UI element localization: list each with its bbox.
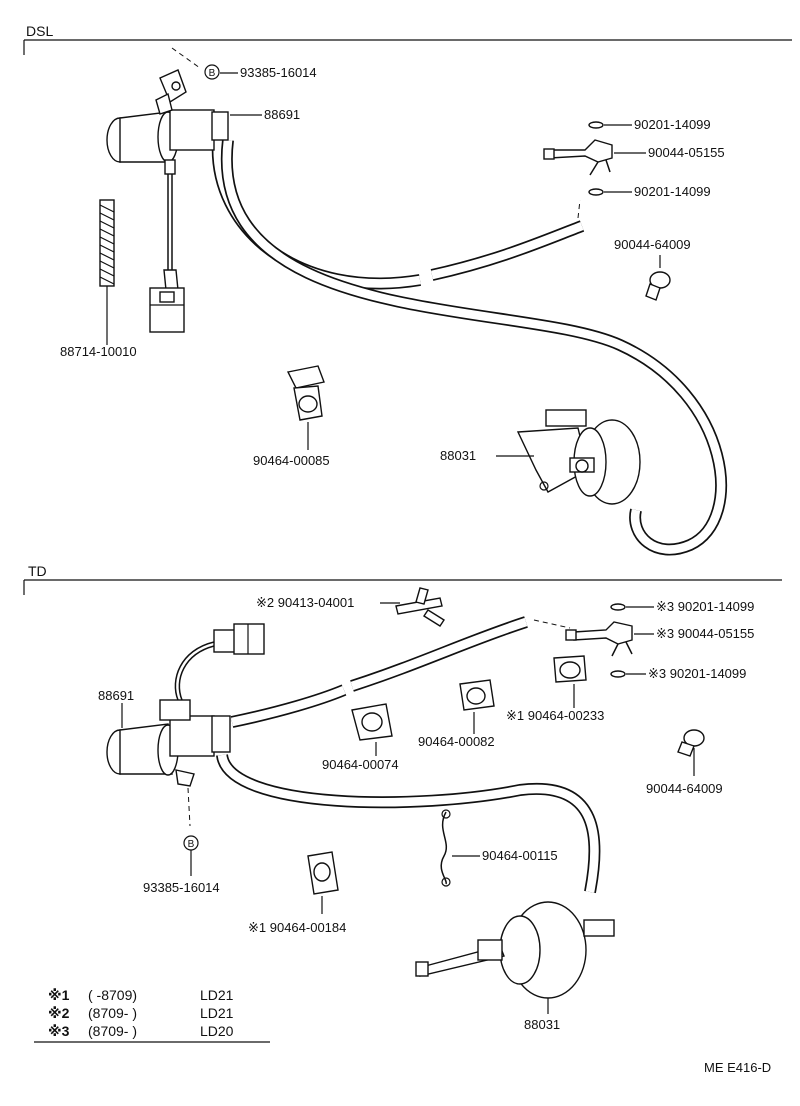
dsl-clip-part [645,271,671,301]
note-model: LD21 [200,987,234,1003]
td-joint-part [395,587,445,627]
dsl-bolt-marker-circle [204,64,220,80]
td-union-part [565,603,633,678]
note-row: ※1 ( -8709) LD21 [48,987,234,1003]
td-clamp-c-part [351,703,393,741]
td-clamp-b-label: 90464-00082 [418,734,495,749]
applicability-notes: ※1 ( -8709) LD21 ※2 (8709- ) LD21 ※3 (87… [34,987,270,1043]
td-clip-label: 90044-64009 [646,781,723,796]
dsl-wire-label: 88714-10010 [60,344,137,359]
dsl-union-part [543,121,613,196]
td-clamp-d-label: ※1 90464-00184 [248,920,346,935]
dsl-union-label: 90044-05155 [648,145,725,160]
td-gasket-bottom-label: ※3 90201-14099 [648,666,746,681]
note-mark: ※3 [48,1023,70,1039]
dsl-gasket-top-label: 90201-14099 [634,117,711,132]
note-range: (8709- ) [88,1023,137,1039]
td-union-label: ※3 90044-05155 [656,626,754,641]
td-union-dashline [533,619,571,629]
td-bolt-dashline [187,787,191,827]
td-bolt-label: 93385-16014 [143,880,220,895]
td-vsv-part [106,623,265,787]
dsl-hoses [211,139,727,556]
td-joint-label: ※2 90413-04001 [256,595,354,610]
dsl-section-title: DSL [26,23,53,39]
td-hoses [216,616,601,894]
td-clamp-a-part [553,655,587,683]
td-bolt-marker: B [188,839,195,850]
note-mark: ※1 [48,987,70,1003]
note-mark: ※2 [48,1005,70,1021]
dsl-bolt-label: 93385-16014 [240,65,317,80]
td-clamp-c-label: 90464-00074 [322,757,399,772]
note-model: LD21 [200,1005,234,1021]
dsl-actuator-label: 88031 [440,448,476,463]
dsl-section: DSL [23,23,792,556]
dsl-wire-tube-part [99,199,115,287]
note-row: ※3 (8709- ) LD20 [48,1023,234,1039]
td-actuator-part [415,901,615,999]
td-tie-label: 90464-00115 [482,848,558,863]
td-clamp-b-part [459,679,495,711]
td-clamp-a-label: ※1 90464-00233 [506,708,604,723]
dsl-bolt-marker: B [209,68,216,79]
dsl-union-dashline [577,199,581,219]
dsl-gasket-bottom-label: 90201-14099 [634,184,711,199]
td-vsv-label: 88691 [98,688,134,703]
dsl-clamp-label: 90464-00085 [253,453,330,468]
figure-id: ME E416-D [704,1060,771,1075]
dsl-actuator-part [516,409,641,505]
td-section: TD 88691 [23,563,782,1032]
td-actuator-label: 88031 [524,1017,560,1032]
note-range: ( -8709) [88,987,137,1003]
dsl-bolt-dashline [171,47,201,69]
note-row: ※2 (8709- ) LD21 [48,1005,234,1021]
td-clip-part [677,729,705,757]
dsl-clamp-part [286,365,325,421]
td-section-title: TD [28,563,47,579]
td-tie-part [440,809,451,887]
dsl-vsv-part [106,69,229,333]
note-range: (8709- ) [88,1005,137,1021]
dsl-vsv-label: 88691 [264,107,300,122]
dsl-clip-label: 90044-64009 [614,237,691,252]
note-model: LD20 [200,1023,234,1039]
td-gasket-top-label: ※3 90201-14099 [656,599,754,614]
td-clamp-d-part [307,851,339,895]
